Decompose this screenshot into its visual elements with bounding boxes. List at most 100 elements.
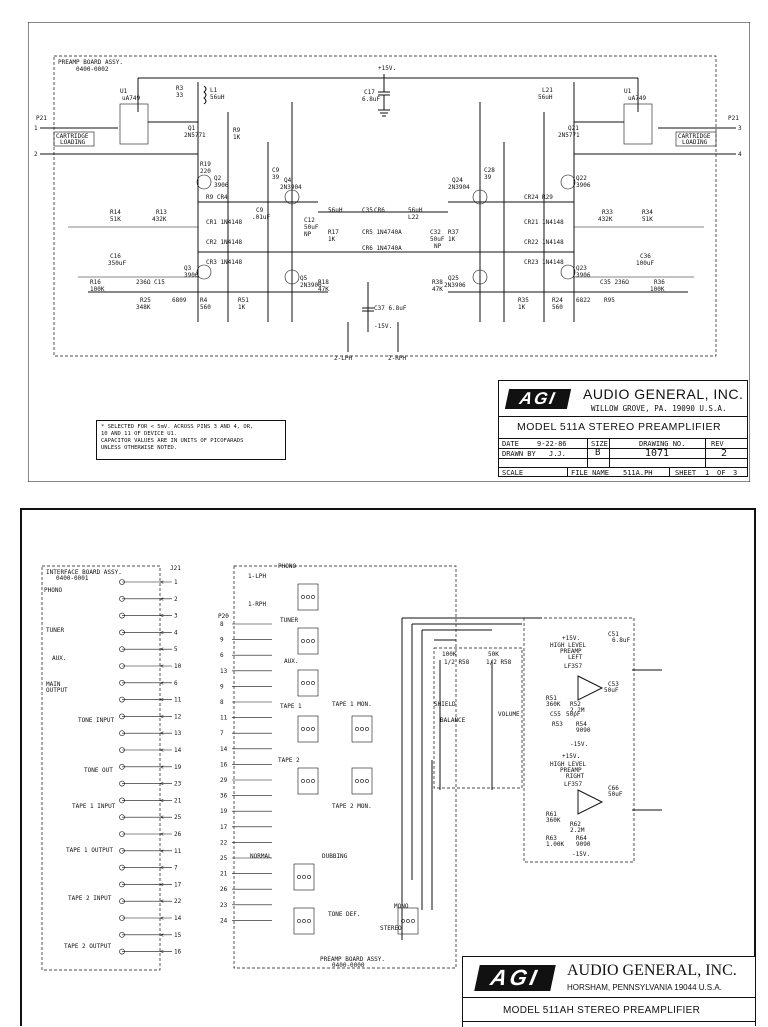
of-label: OF (717, 469, 726, 477)
rev-label: REV (711, 440, 724, 448)
j21-pin-number: 6 (174, 680, 178, 687)
svg-text:432K: 432K (152, 216, 167, 223)
switch-contact (401, 919, 405, 923)
svg-text:C12: C12 (304, 217, 315, 224)
rev-value: 2 (721, 448, 728, 459)
svg-text:PREAMP: PREAMP (560, 648, 582, 655)
switch-contact (302, 875, 306, 879)
svg-text:AUX.: AUX. (284, 658, 298, 665)
svg-text:R9 CR4: R9 CR4 (206, 194, 228, 201)
jack-rows: PHONO TUNER AUX. MAIN OUTPUT TONE INPUT … (44, 587, 116, 950)
svg-text:33: 33 (176, 92, 184, 99)
p20-pin-number: 16 (220, 761, 228, 768)
agi-logo: AGI (504, 389, 572, 409)
svg-text:2N5771: 2N5771 (184, 132, 206, 139)
svg-text:R3: R3 (176, 85, 184, 92)
svg-text:2N5771: 2N5771 (558, 132, 580, 139)
svg-text:TUNER: TUNER (280, 617, 298, 624)
preamp-board-outline (53, 55, 717, 357)
j21-pin-arrow: < (160, 713, 164, 720)
svg-text:SHIELD: SHIELD (434, 701, 456, 708)
jack-terminal (119, 931, 125, 938)
svg-text:NORMAL: NORMAL (250, 853, 272, 860)
j21-pin-arrow: < (160, 814, 164, 821)
jack-terminal (119, 898, 125, 905)
svg-text:TAPE 2: TAPE 2 (278, 757, 300, 764)
j21-pin-arrow: < (160, 915, 164, 922)
switch-contact (301, 779, 305, 783)
svg-text:R19: R19 (200, 161, 211, 168)
svg-text:C37 6.8uF: C37 6.8uF (374, 305, 407, 312)
j21-pin-arrow: < (160, 797, 164, 804)
svg-text:Q1: Q1 (188, 125, 196, 132)
j21-pin-arrow: < (160, 646, 164, 653)
j21-pin-arrow: < (160, 764, 164, 771)
svg-text:50uF: 50uF (608, 791, 623, 798)
switch-contact (406, 919, 410, 923)
jack-terminal (119, 713, 125, 720)
date-label: DATE (502, 440, 519, 448)
company-address-2: HORSHAM, PENNSYLVANIA 19044 U.S.A. (567, 983, 722, 992)
switch-contact (311, 595, 315, 599)
jack-terminal (119, 629, 125, 636)
svg-text:Q23: Q23 (576, 265, 587, 272)
svg-text:51K: 51K (642, 216, 653, 223)
interface-schematic: INTERFACE BOARD ASSY. 0400-0001 J21 PHON… (41, 563, 662, 971)
switch-contact (411, 919, 415, 923)
p20-pin-number: 9 (220, 683, 224, 690)
svg-text:2.2M: 2.2M (570, 707, 585, 714)
jack-terminal (119, 847, 125, 854)
svg-text:2.2M: 2.2M (570, 827, 585, 834)
svg-text:9090: 9090 (576, 727, 591, 734)
svg-text:LOADING: LOADING (682, 139, 708, 146)
switch-contact (355, 779, 359, 783)
svg-text:R61: R61 (546, 811, 557, 818)
j21-pin-arrow: < (160, 881, 164, 888)
pin-2: 2 (34, 151, 38, 158)
jack-terminal (119, 696, 125, 703)
switch-contact (297, 919, 301, 923)
svg-text:C51: C51 (608, 631, 619, 638)
svg-text:L21: L21 (542, 87, 553, 94)
j21-pin-arrow: < (160, 898, 164, 905)
p20-pin-number: 22 (220, 839, 228, 846)
svg-text:CR6 1N4740A: CR6 1N4740A (362, 245, 402, 252)
p20-pin-number: 36 (220, 793, 228, 800)
j21-pin-number: 25 (174, 814, 182, 821)
j21-pin-number: 5 (174, 646, 178, 653)
svg-text:CR2 1N4148: CR2 1N4148 (206, 239, 243, 246)
svg-text:C35 236Ω: C35 236Ω (600, 279, 629, 286)
svg-text:R38: R38 (432, 279, 443, 286)
svg-text:3906: 3906 (214, 182, 229, 189)
switch-wafer (297, 669, 319, 697)
preamp-schematic: PREAMP BOARD ASSY. 0400-0002 +15V. C17 6… (28, 22, 750, 482)
switch-contact (302, 919, 306, 923)
size-label: SIZE (591, 440, 608, 448)
j21-pin-arrow: < (160, 932, 164, 939)
svg-text:6822: 6822 (576, 297, 591, 304)
svg-text:PHONO: PHONO (44, 587, 62, 594)
switch-wafer (293, 907, 315, 935)
svg-text:3906: 3906 (576, 272, 591, 279)
p20-pin-number: 24 (220, 917, 228, 924)
svg-text:6809: 6809 (172, 297, 187, 304)
svg-text:1/2 R58: 1/2 R58 (444, 659, 470, 666)
svg-text:C35: C35 (362, 207, 373, 214)
svg-text:R64: R64 (576, 835, 587, 842)
component-note: * SELECTED FOR < 5mV. ACROSS PINS 3 AND … (96, 420, 286, 460)
supply-neg-label: -15V. (374, 323, 392, 330)
svg-text:R16: R16 (90, 279, 101, 286)
svg-text:1K: 1K (238, 304, 246, 311)
file-label: FILE NAME (571, 469, 609, 477)
j21-pin-number: 14 (174, 747, 182, 754)
title-block-2: AGI AUDIO GENERAL, INC. HORSHAM, PENNSYL… (462, 956, 755, 1027)
jack-terminal (119, 646, 125, 652)
svg-text:360K: 360K (546, 701, 561, 708)
schematic-sheet-2: INTERFACE BOARD ASSY. 0400-0001 J21 PHON… (20, 508, 756, 1027)
svg-text:39: 39 (272, 174, 280, 181)
switch-contact (311, 727, 315, 731)
p20-pin-number: 11 (220, 715, 228, 722)
svg-text:R34: R34 (642, 209, 653, 216)
svg-text:Q21: Q21 (568, 125, 579, 132)
switch-contact (306, 639, 310, 643)
